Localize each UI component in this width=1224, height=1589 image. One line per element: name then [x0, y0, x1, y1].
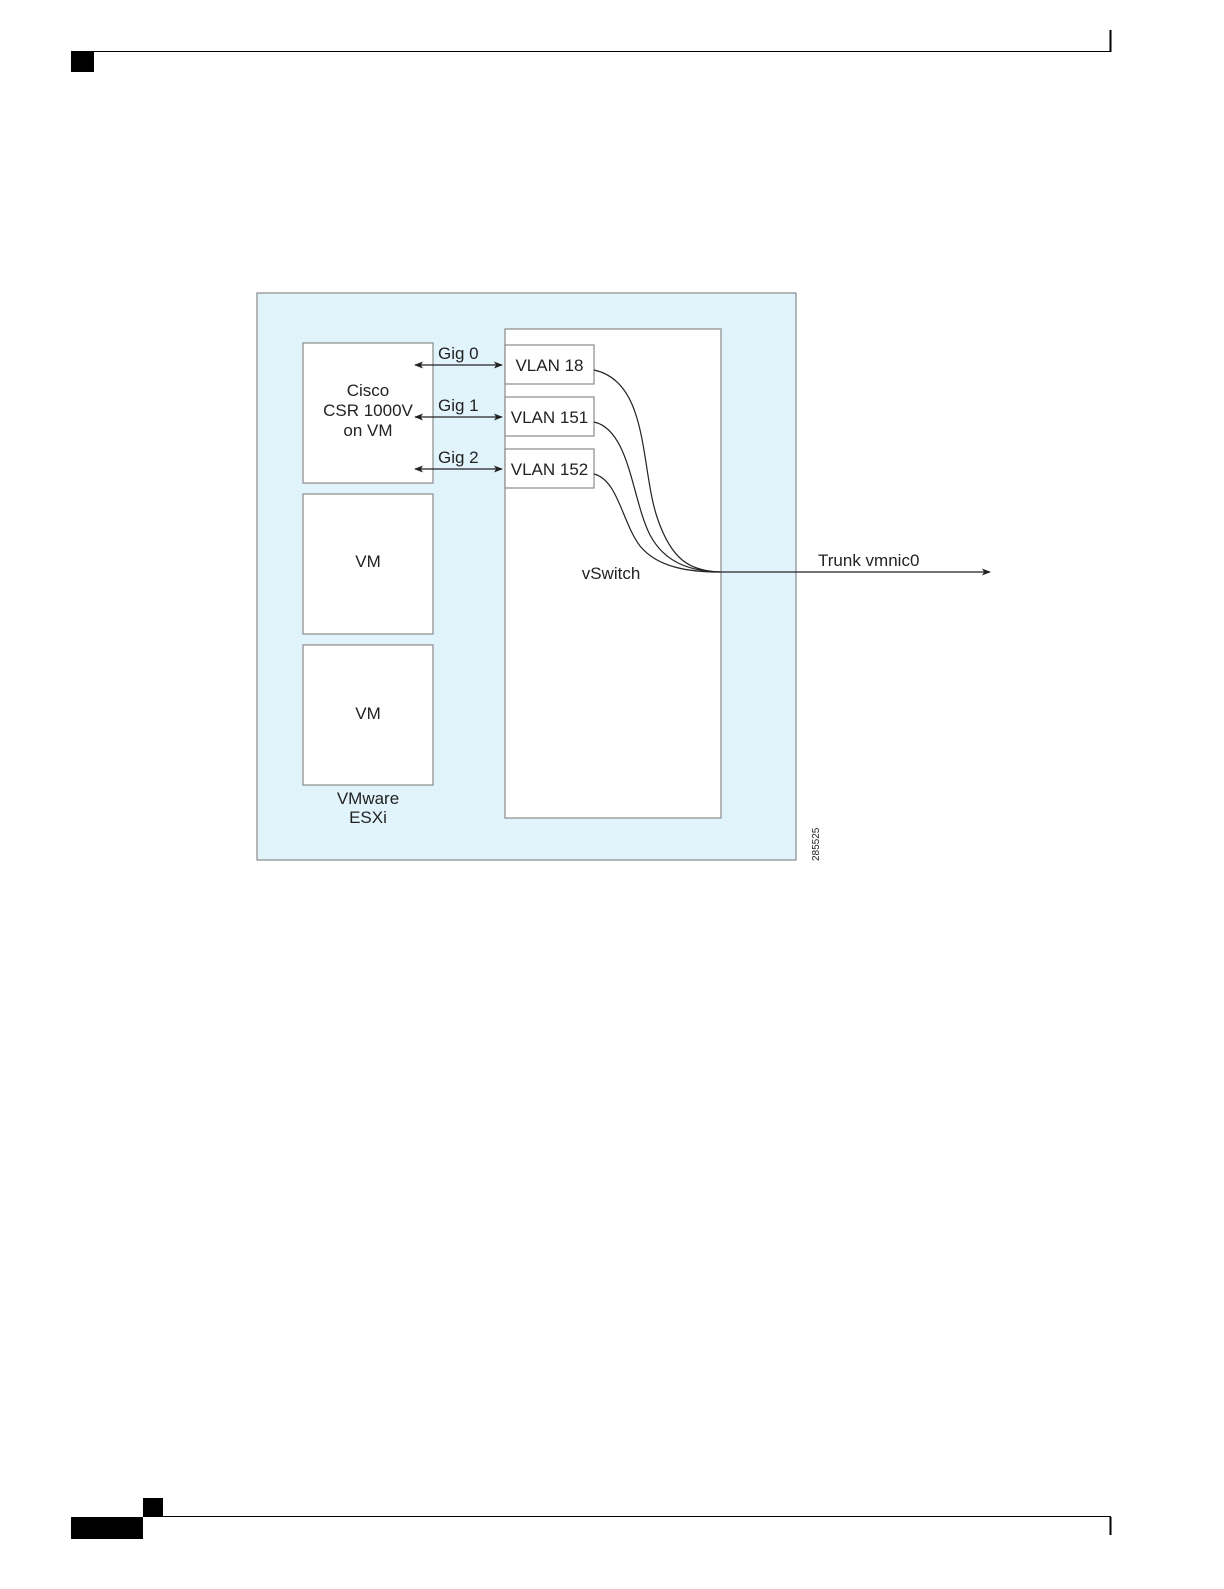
gig-2-label: Gig 2 [438, 448, 479, 467]
vswitch-label: vSwitch [582, 564, 641, 583]
router-vm-label-line-3: on VM [343, 421, 392, 440]
trunk-label: Trunk vmnic0 [818, 551, 919, 570]
figure-id: 285525 [811, 827, 822, 861]
page-footer [71, 1498, 1111, 1539]
host-label-line-1: VMware [337, 789, 399, 808]
footer-page-tab [71, 1517, 143, 1539]
router-vm-label-line-1: Cisco [347, 381, 390, 400]
footer-corner-mark [143, 1498, 163, 1517]
host-label-line-2: ESXi [349, 808, 387, 827]
vm-label-1: VM [355, 552, 381, 571]
gig-0-label: Gig 0 [438, 344, 479, 363]
router-vm-label-line-2: CSR 1000V [323, 401, 413, 420]
vlan-label-151: VLAN 151 [511, 408, 589, 427]
page-header [71, 30, 1111, 72]
gig-1-label: Gig 1 [438, 396, 479, 415]
network-diagram: Cisco CSR 1000V on VM VM VM VMware ESXi … [257, 293, 990, 861]
vlan-label-18: VLAN 18 [515, 356, 583, 375]
header-corner-mark [71, 51, 94, 72]
vlan-label-152: VLAN 152 [511, 460, 589, 479]
vm-label-2: VM [355, 704, 381, 723]
